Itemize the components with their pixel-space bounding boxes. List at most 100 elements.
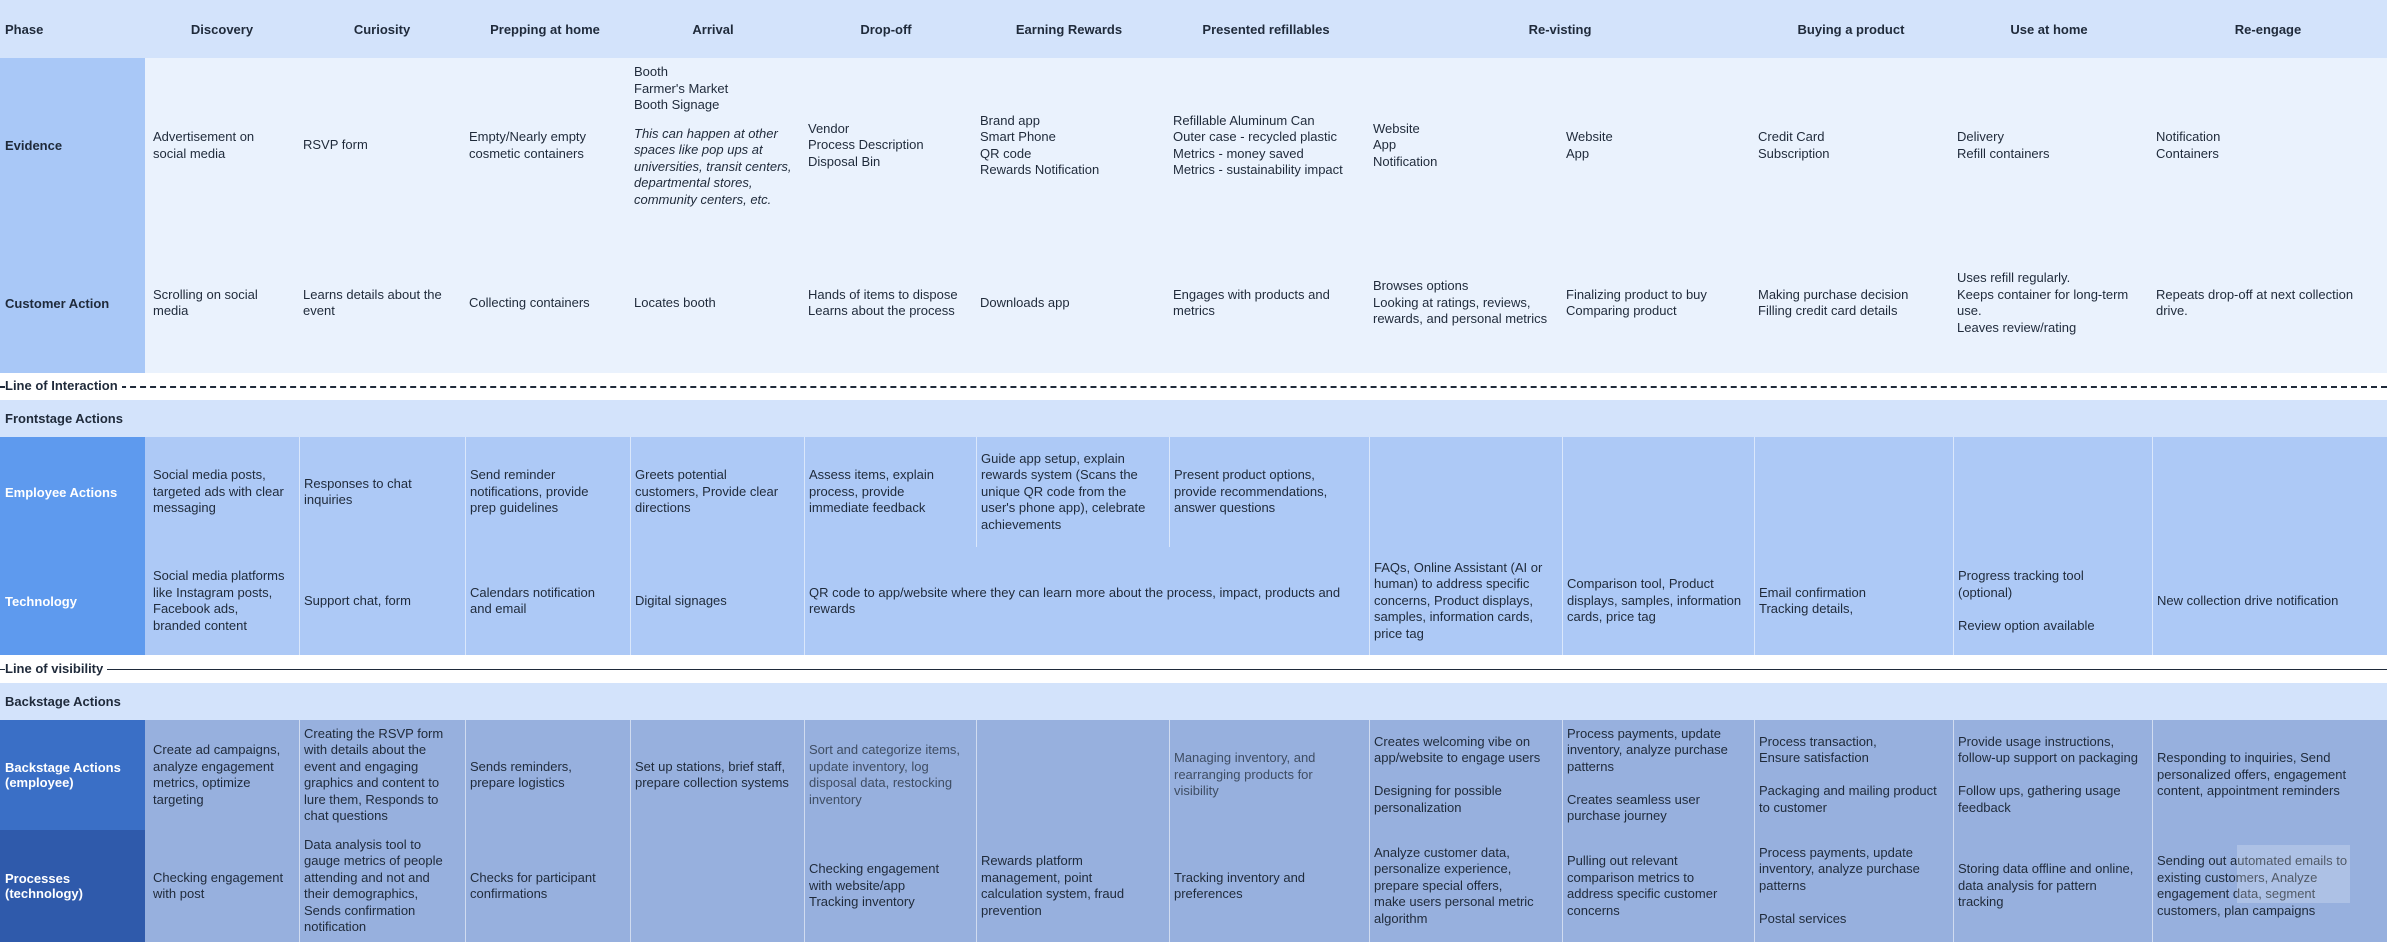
evidence-cell: Refillable Aluminum Can Outer case - rec… [1173, 112, 1343, 178]
processes-cell: Checks for participant confirmations [465, 830, 622, 942]
evidence-label: Evidence [0, 58, 145, 233]
processes-cell [630, 830, 796, 942]
technology-cell: Digital signages [630, 547, 796, 655]
technology-cell: Comparison tool, Product displays, sampl… [1562, 547, 1746, 655]
line-of-interaction-label: Line of Interaction [5, 378, 122, 393]
customer-action-cell: Repeats drop-off at next collection driv… [2156, 286, 2354, 319]
customer-action-label: Customer Action [0, 233, 145, 373]
employee-actions-cell: Social media posts, targeted ads with cl… [153, 467, 284, 516]
technology-cell: FAQs, Online Assistant (AI or human) to … [1369, 547, 1554, 655]
overlay-box [2237, 845, 2350, 903]
backstage-employee-cell: Creating the RSVP form with details abou… [299, 720, 457, 830]
backstage-label: Backstage Actions [5, 694, 121, 709]
customer-action-cell: Learns details about the event [303, 286, 442, 319]
technology-cell: Email confirmation Tracking details, [1754, 547, 1945, 655]
backstage-rows-band [0, 720, 2387, 942]
backstage-employee-cell: Responding to inquiries, Send personaliz… [2152, 720, 2383, 830]
evidence-cell: Vendor Process Description Disposal Bin [808, 120, 924, 169]
evidence-cell: Brand app Smart Phone QR code Rewards No… [980, 112, 1100, 178]
phase-header: Curiosity [353, 21, 411, 37]
frontstage-label: Frontstage Actions [5, 411, 123, 426]
technology-label: Technology [0, 547, 145, 655]
phase-header: Presented refillables [1202, 21, 1330, 37]
employee-actions-cell [1754, 437, 1945, 547]
employee-actions-cell: Guide app setup, explain rewards system … [976, 437, 1161, 547]
backstage-employee-cell: Process transaction, Ensure satisfaction… [1754, 720, 1945, 830]
employee-actions-cell [1562, 437, 1746, 547]
employee-actions-label: Employee Actions [0, 437, 145, 547]
technology-cell: Progress tracking tool (optional) Review… [1953, 547, 2144, 655]
customer-action-cell: Browses options Looking at ratings, revi… [1373, 278, 1548, 327]
customer-action-cell: Finalizing product to buy Comparing prod… [1566, 286, 1707, 319]
backstage-employee-cell: Set up stations, brief staff, prepare co… [630, 720, 796, 830]
phase-label: Phase [5, 21, 44, 37]
backstage-employee-cell: Managing inventory, and rearranging prod… [1169, 720, 1361, 830]
customer-action-cell: Uses refill regularly. Keeps container f… [1957, 270, 2129, 335]
phase-header: Discovery [190, 21, 254, 37]
employee-actions-cell: Assess items, explain process, provide i… [804, 437, 968, 547]
processes-label: Processes (technology) [0, 830, 145, 942]
processes-cell: Tracking inventory and preferences [1169, 830, 1361, 942]
phase-header: Buying a product [1797, 21, 1905, 37]
backstage-employee-cell: Process payments, update inventory, anal… [1562, 720, 1746, 830]
evidence-cell: Delivery Refill containers [1957, 129, 2050, 161]
customer-action-cell: Downloads app [980, 294, 1070, 310]
employee-actions-cell: Greets potential customers, Provide clea… [630, 437, 796, 547]
employee-actions-cell: Responses to chat inquiries [299, 437, 457, 547]
evidence-cell: Credit Card Subscription [1758, 129, 1830, 161]
customer-action-cell: Engages with products and metrics [1173, 286, 1330, 319]
customer-action-cell: Hands of items to dispose Learns about t… [808, 286, 958, 319]
line-of-visibility [0, 669, 2387, 670]
frontstage-rows-band [0, 437, 2387, 655]
phase-header-band [0, 0, 2387, 58]
phase-header: Re-visting [1528, 21, 1592, 37]
phase-header: Re-engage [2234, 21, 2302, 37]
evidence-arrival-text: Booth Farmer's Market Booth Signage [634, 64, 729, 112]
customer-action-cell: Locates booth [634, 294, 716, 310]
line-of-visibility-label: Line of visibility [5, 661, 108, 676]
evidence-cell: Advertisement on social media [153, 129, 255, 161]
backstage-employee-cell: Provide usage instructions, follow-up su… [1953, 720, 2144, 830]
evidence-cell: Notification Containers [2156, 129, 2221, 161]
processes-cell: Sending out automated emails to existing… [2152, 830, 2383, 942]
backstage-employee-cell: Create ad campaigns, analyze engagement … [153, 742, 281, 807]
evidence-cell: Website App Notification [1373, 120, 1438, 169]
backstage-employee-cell [976, 720, 1161, 830]
evidence-cell: RSVP form [303, 137, 368, 153]
processes-cell: Checking engagement with website/app Tra… [804, 830, 968, 942]
processes-cell: Data analysis tool to gauge metrics of p… [299, 830, 457, 942]
evidence-cell: Empty/Nearly empty cosmetic containers [469, 129, 587, 161]
backstage-employee-cell: Creates welcoming vibe on app/website to… [1369, 720, 1554, 830]
employee-actions-cell [1369, 437, 1554, 547]
technology-cell: Calendars notification and email [465, 547, 622, 655]
technology-cell: QR code to app/website where they can le… [804, 547, 1361, 655]
processes-cell: Process payments, update inventory, anal… [1754, 830, 1945, 942]
processes-cell: Rewards platform management, point calcu… [976, 830, 1161, 942]
backstage-band [0, 683, 2387, 720]
processes-cell: Analyze customer data, personalize exper… [1369, 830, 1554, 942]
backstage-employee-label: Backstage Actions (employee) [0, 720, 145, 830]
evidence-cell: Website App [1566, 129, 1613, 161]
technology-cell: New collection drive notification [2152, 547, 2383, 655]
phase-header: Drop-off [860, 21, 912, 37]
backstage-employee-cell: Sends reminders, prepare logistics [465, 720, 622, 830]
phase-header: Earning Rewards [1015, 21, 1123, 37]
processes-cell: Checking engagement with post [153, 869, 284, 902]
employee-actions-cell [2152, 437, 2383, 547]
processes-cell: Storing data offline and online, data an… [1953, 830, 2144, 942]
phase-header: Prepping at home [490, 21, 600, 37]
line-of-interaction [0, 386, 2387, 388]
customer-action-cell: Scrolling on social media [153, 286, 258, 319]
phase-header: Use at home [2010, 21, 2088, 37]
backstage-employee-cell: Sort and categorize items, update invent… [804, 720, 968, 830]
processes-cell: Pulling out relevant comparison metrics … [1562, 830, 1746, 942]
employee-actions-cell [1953, 437, 2144, 547]
employee-actions-cell: Present product options, provide recomme… [1169, 437, 1361, 547]
technology-cell: Support chat, form [299, 547, 457, 655]
phase-header: Arrival [692, 21, 734, 37]
customer-action-cell: Collecting containers [469, 294, 590, 310]
customer-band [0, 58, 2387, 373]
arrival-note: This can happen at other spaces like pop… [634, 125, 792, 207]
